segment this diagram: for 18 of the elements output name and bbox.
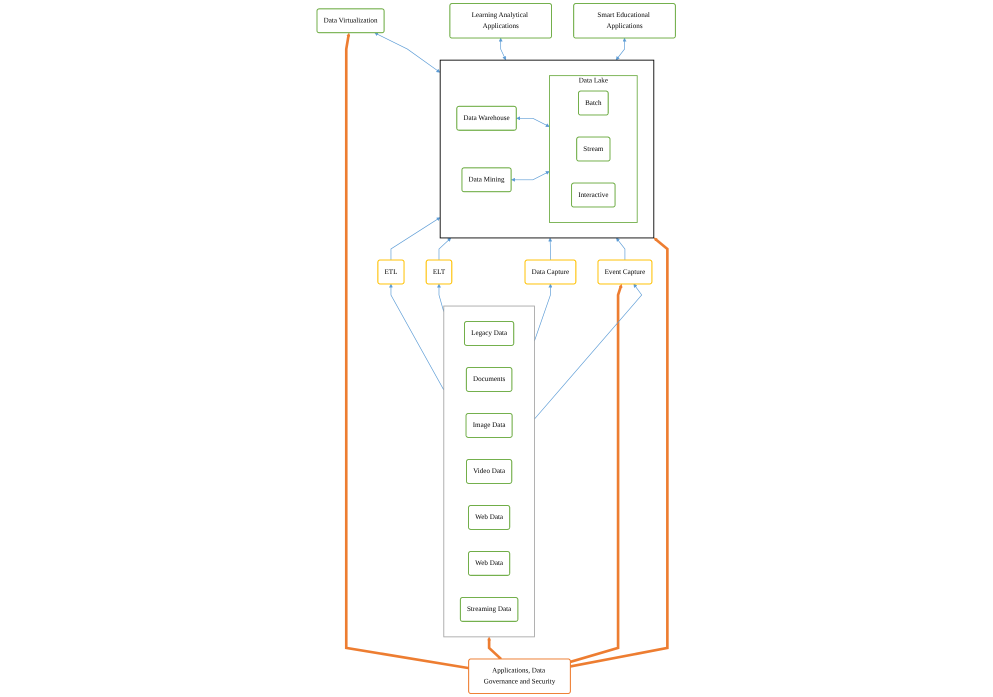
arrow xyxy=(616,38,627,60)
arrow xyxy=(390,217,441,260)
cluster xyxy=(444,306,536,638)
arrow xyxy=(438,238,452,260)
arrow xyxy=(511,171,550,182)
arrow xyxy=(616,238,626,260)
arrow xyxy=(516,116,550,127)
arrow xyxy=(570,238,669,668)
arrow xyxy=(345,32,470,670)
arrow xyxy=(499,38,506,60)
arrow xyxy=(548,238,552,260)
arrow xyxy=(534,284,642,420)
cluster xyxy=(440,60,655,238)
arrow xyxy=(487,636,502,660)
arrow xyxy=(437,284,444,312)
arrow xyxy=(374,32,441,73)
arrow xyxy=(389,284,444,390)
arrow xyxy=(570,284,623,664)
